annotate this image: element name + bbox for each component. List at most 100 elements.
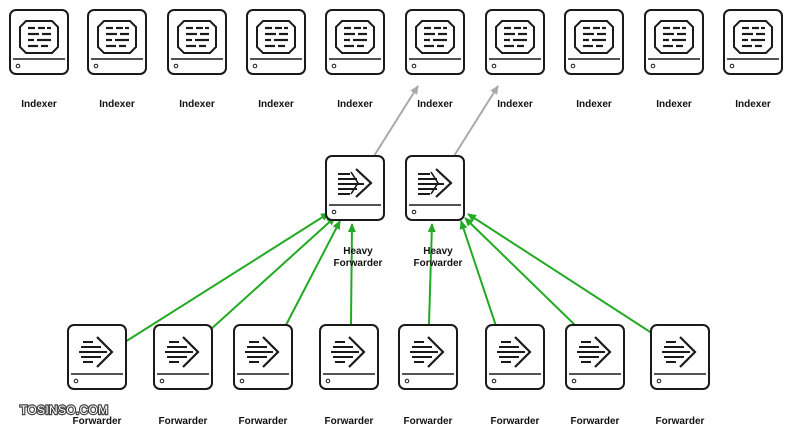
indexer-led — [93, 63, 99, 69]
indexer-node[interactable]: Indexer — [9, 9, 69, 110]
forwarder-led — [325, 378, 331, 384]
indexer-label: Indexer — [99, 99, 135, 110]
edge-forwarder-to-heavy — [464, 217, 578, 328]
indexer-icon — [19, 20, 59, 54]
indexer-label: Indexer — [258, 99, 294, 110]
forwarder-led — [159, 378, 165, 384]
heavy-forwarder-led — [331, 209, 337, 215]
forwarder-icon — [245, 336, 280, 368]
indexer-led — [15, 63, 21, 69]
indexer-icon — [415, 20, 455, 54]
indexer-frame — [405, 9, 465, 75]
indexer-label: Indexer — [497, 99, 533, 110]
edge-forwarder-to-heavy — [427, 223, 436, 325]
heavy-forwarder-label-line2: Forwarder — [414, 258, 463, 269]
indexer-label: Indexer — [417, 99, 453, 110]
forwarder-label: Forwarder — [73, 416, 122, 427]
indexer-icon — [574, 20, 614, 54]
indexer-icon — [495, 20, 535, 54]
forwarder-node[interactable]: Forwarder — [319, 324, 379, 427]
forwarder-led — [404, 378, 410, 384]
edge-forwarder-to-heavy — [459, 220, 497, 327]
indexer-node[interactable]: Indexer — [246, 9, 306, 110]
forwarder-node[interactable]: Forwarder — [565, 324, 625, 427]
edge-heavy-to-indexer — [453, 85, 499, 157]
indexer-label: Indexer — [337, 99, 373, 110]
forwarder-label: Forwarder — [404, 416, 453, 427]
forwarder-icon — [165, 336, 200, 368]
indexer-node[interactable]: Indexer — [485, 9, 545, 110]
indexer-label: Indexer — [656, 99, 692, 110]
indexer-led — [650, 63, 656, 69]
indexer-label: Indexer — [576, 99, 612, 110]
indexer-node[interactable]: Indexer — [87, 9, 147, 110]
indexer-frame — [246, 9, 306, 75]
forwarder-node[interactable]: Forwarder — [650, 324, 710, 427]
forwarder-node[interactable]: Forwarder — [153, 324, 213, 427]
forwarder-icon — [662, 336, 697, 368]
indexer-led — [331, 63, 337, 69]
indexer-frame — [87, 9, 147, 75]
forwarder-node[interactable]: Forwarder — [233, 324, 293, 427]
forwarder-label: Forwarder — [159, 416, 208, 427]
indexer-led — [411, 63, 417, 69]
forwarder-led — [571, 378, 577, 384]
heavy-forwarder-led — [411, 209, 417, 215]
heavy-forwarder-label-line1: Heavy — [423, 246, 453, 257]
indexer-label: Indexer — [179, 99, 215, 110]
forwarder-label: Forwarder — [491, 416, 540, 427]
forwarder-node[interactable]: Forwarder — [485, 324, 545, 427]
indexer-node[interactable]: Indexer — [405, 9, 465, 110]
forwarder-icon — [577, 336, 612, 368]
indexer-node[interactable]: Indexer — [325, 9, 385, 110]
indexer-frame — [723, 9, 783, 75]
forwarder-label: Forwarder — [656, 416, 705, 427]
indexer-label: Indexer — [735, 99, 771, 110]
heavy-forwarder-icon — [338, 168, 373, 198]
heavy-forwarder-label-line2: Forwarder — [334, 258, 383, 269]
indexer-node[interactable]: Indexer — [167, 9, 227, 110]
indexer-icon — [654, 20, 694, 54]
indexer-frame — [9, 9, 69, 75]
indexer-led — [173, 63, 179, 69]
heavy-forwarder-label-line1: Heavy — [343, 246, 373, 257]
indexer-frame — [167, 9, 227, 75]
indexer-node[interactable]: Indexer — [723, 9, 783, 110]
forwarder-label: Forwarder — [239, 416, 288, 427]
indexer-frame — [485, 9, 545, 75]
indexer-led — [570, 63, 576, 69]
indexer-node[interactable]: Indexer — [564, 9, 624, 110]
forwarder-label: Forwarder — [325, 416, 374, 427]
watermark-text: TOSINSO.COM — [20, 403, 108, 417]
connections-layer — [124, 85, 662, 343]
indexer-icon — [97, 20, 137, 54]
forwarder-icon — [79, 336, 114, 368]
indexer-icon — [177, 20, 217, 54]
indexer-icon — [256, 20, 296, 54]
indexer-frame — [564, 9, 624, 75]
edge-forwarder-to-heavy — [467, 213, 662, 340]
nodes-layer: Indexer Indexer Indexer Indexer Indexer Index… — [9, 9, 783, 427]
indexer-led — [252, 63, 258, 69]
edge-forwarder-to-heavy — [124, 212, 330, 343]
edge-forwarder-to-heavy — [209, 216, 336, 331]
indexer-led — [491, 63, 497, 69]
forwarder-node[interactable]: Forwarder — [67, 324, 127, 427]
forwarder-icon — [410, 336, 445, 368]
edge-forwarder-to-heavy — [347, 223, 356, 325]
forwarder-led — [656, 378, 662, 384]
forwarder-icon — [331, 336, 366, 368]
indexer-led — [729, 63, 735, 69]
edge-forwarder-to-heavy — [285, 220, 341, 326]
indexer-frame — [325, 9, 385, 75]
forwarder-led — [239, 378, 245, 384]
edge-heavy-to-indexer — [373, 85, 419, 157]
forwarder-icon — [497, 336, 532, 368]
indexer-label: Indexer — [21, 99, 57, 110]
forwarder-node[interactable]: Forwarder — [398, 324, 458, 427]
indexer-node[interactable]: Indexer — [644, 9, 704, 110]
indexer-icon — [733, 20, 773, 54]
